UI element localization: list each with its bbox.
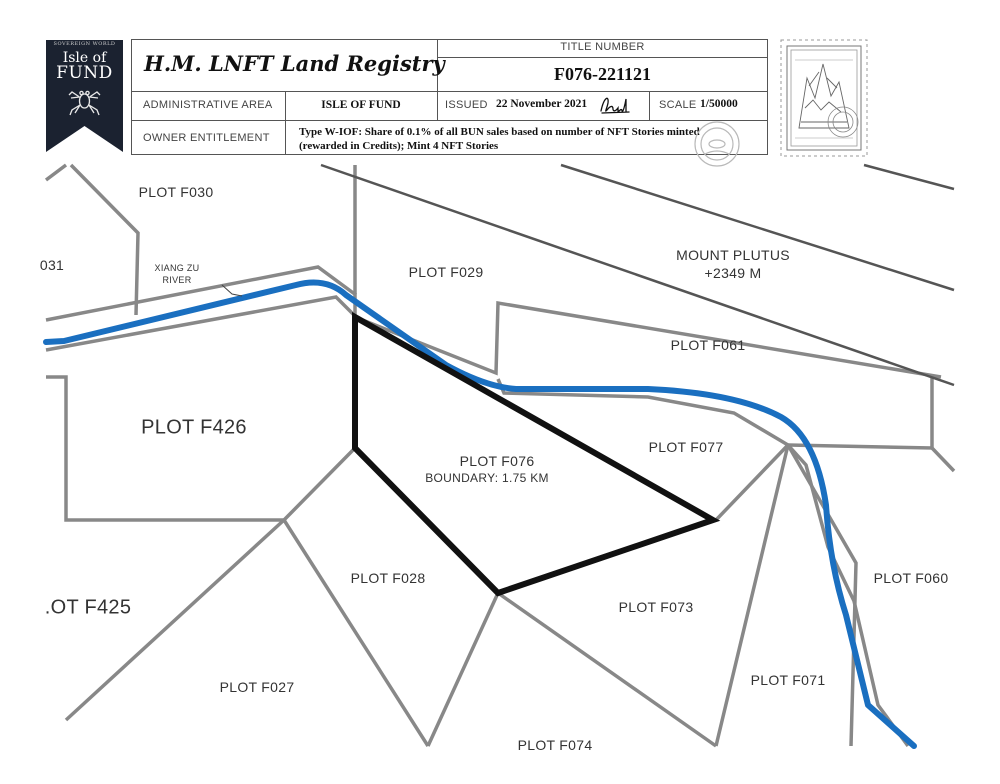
plot-map-svg bbox=[43, 163, 956, 749]
plot-f077-label: PLOT F077 bbox=[648, 439, 724, 455]
plot-f027-label: PLOT F027 bbox=[219, 679, 295, 695]
scale-label: SCALE bbox=[659, 99, 697, 111]
plot-f076-boundary bbox=[352, 311, 721, 597]
plot-boundary-line bbox=[354, 300, 942, 379]
river-label-line2: RIVER bbox=[162, 275, 192, 285]
title-number-label: TITLE NUMBER bbox=[560, 41, 645, 53]
banner-title-line1: Isle of bbox=[62, 50, 107, 66]
registry-title: H.M. LNFT Land Registry bbox=[144, 51, 445, 76]
plot-boundary-line bbox=[787, 377, 934, 450]
scale-value: 1/50000 bbox=[700, 98, 738, 110]
banner-title-line2: FUND bbox=[56, 63, 113, 83]
plot-map: PLOT F030 031 XIANG ZU RIVER PLOT F029 M… bbox=[40, 163, 956, 753]
ridge-line bbox=[560, 163, 955, 292]
plot-boundary-line bbox=[45, 265, 358, 322]
plot-f031-label: 031 bbox=[39, 257, 65, 273]
plot-f030-label: PLOT F030 bbox=[138, 184, 214, 200]
river-label: XIANG ZU RIVER bbox=[155, 262, 200, 286]
plot-f426-label: PLOT F426 bbox=[141, 416, 247, 439]
plot-f074-label: PLOT F074 bbox=[517, 737, 593, 753]
plot-boundary-line bbox=[714, 443, 790, 522]
administrative-area-label: ADMINISTRATIVE AREA bbox=[143, 99, 273, 111]
river-label-line1: XIANG ZU bbox=[154, 263, 200, 273]
plot-f071-label: PLOT F071 bbox=[750, 672, 826, 688]
administrative-area-value: ISLE OF FUND bbox=[321, 99, 401, 111]
plot-boundary-line bbox=[714, 444, 790, 747]
plot-boundary-line bbox=[64, 518, 286, 722]
frog-emblem-icon bbox=[68, 90, 101, 116]
plot-boundary-line bbox=[786, 444, 858, 747]
plot-boundary-line bbox=[69, 163, 140, 316]
plot-boundary-line bbox=[282, 446, 357, 522]
mount-plutus-elevation: +2349 M bbox=[704, 265, 762, 281]
owner-entitlement-text: Type W-IOF: Share of 0.1% of all BUN sal… bbox=[299, 125, 729, 153]
plot-f073-label: PLOT F073 bbox=[618, 599, 694, 615]
owner-entitlement-line2: (rewarded in Credits); Mint 4 NFT Storie… bbox=[299, 140, 499, 152]
plot-f425-label: .OT F425 bbox=[44, 596, 132, 619]
owner-entitlement-label: OWNER ENTITLEMENT bbox=[143, 132, 270, 144]
river-callout-line bbox=[221, 284, 243, 297]
plot-f060-label: PLOT F060 bbox=[873, 570, 949, 586]
plot-boundary-line bbox=[930, 446, 956, 473]
ridge-line bbox=[320, 163, 955, 387]
isle-of-fund-banner: SOVEREIGN WORLD Isle of FUND bbox=[46, 40, 123, 152]
plot-boundary-line bbox=[426, 592, 500, 747]
signature-icon bbox=[600, 97, 630, 114]
title-number: F076-221121 bbox=[554, 64, 651, 84]
issued-label: ISSUED bbox=[445, 99, 488, 111]
plot-boundary-line bbox=[46, 375, 284, 522]
plot-boundary-line bbox=[282, 519, 430, 747]
postmark-icon bbox=[694, 121, 740, 167]
title-block: H.M. LNFT Land Registry TITLE NUMBER F07… bbox=[131, 39, 768, 167]
plot-boundary-line bbox=[45, 295, 358, 352]
plot-boundary-line bbox=[786, 443, 910, 748]
plot-f061-label: PLOT F061 bbox=[670, 337, 746, 353]
plot-boundary-line bbox=[44, 163, 68, 182]
plot-f029-label: PLOT F029 bbox=[408, 264, 484, 280]
plot-boundary-line bbox=[496, 591, 718, 748]
banner-small-text: SOVEREIGN WORLD bbox=[53, 41, 116, 47]
mount-plutus-label: MOUNT PLUTUS bbox=[676, 247, 790, 263]
plot-f028-label: PLOT F028 bbox=[350, 570, 426, 586]
owner-entitlement-line1: Type W-IOF: Share of 0.1% of all BUN sal… bbox=[299, 126, 700, 138]
postage-stamp-icon bbox=[779, 38, 869, 158]
plot-f076-boundary-length: BOUNDARY: 1.75 KM bbox=[425, 471, 549, 485]
ridge-line bbox=[863, 163, 955, 191]
issued-date: 22 November 2021 bbox=[496, 98, 588, 110]
xiang-zu-river bbox=[43, 279, 917, 749]
plot-f076-label: PLOT F076 bbox=[459, 453, 535, 469]
